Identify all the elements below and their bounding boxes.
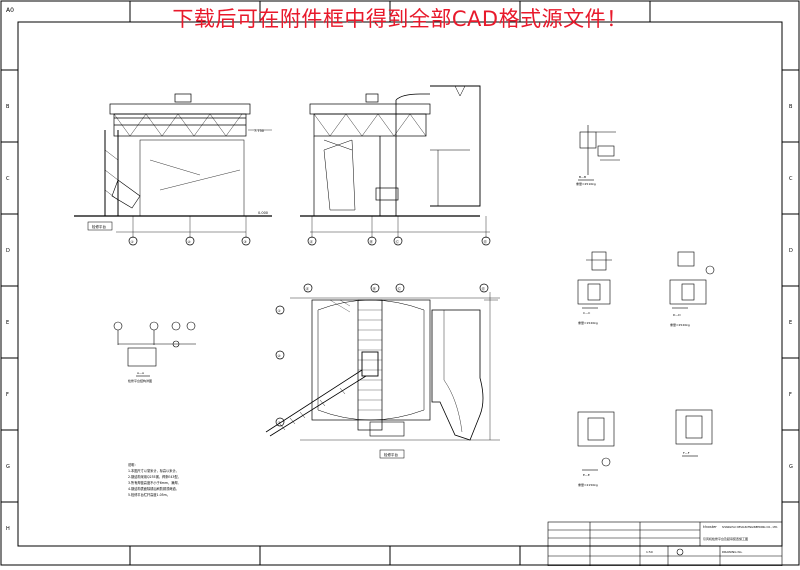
grid-bubble-label: Ⓐ <box>306 286 310 291</box>
front-elevation <box>74 93 272 246</box>
border-letter: D <box>6 248 10 254</box>
grid-bubble-label: ② <box>278 354 281 358</box>
section-label: E—E <box>583 473 590 477</box>
grid-bubble-label: ③ <box>278 421 281 425</box>
title-block-text: Hooster SHANGHAI DESIGN ENGINEERING CO.,… <box>646 525 778 554</box>
front-elevation-labels: 7.750 0.000 检修平台 ① ② ③ <box>92 129 268 244</box>
company-logo: Hooster <box>703 525 717 529</box>
project-title: 引风机检修平台及起吊装置施工图 <box>703 536 748 541</box>
drawing-no-label: DRAWING No. <box>722 550 743 554</box>
weight-label: 重量=2520kg <box>670 322 690 327</box>
weight-label: 重量=2150kg <box>578 482 598 487</box>
notes-line: 1.本图尺寸以毫米计，标高以米计。 <box>128 468 179 473</box>
grid-bubble-label: Ⓑ <box>373 286 377 291</box>
plan-view <box>265 283 500 459</box>
notes-line: 4.钢结构表面除锈后刷防锈漆两道。 <box>128 486 179 491</box>
border-letter: C <box>6 176 10 182</box>
section-label: B—B <box>579 175 586 179</box>
border-letter: E <box>789 320 792 326</box>
detail-f-labels: F—F <box>683 451 690 455</box>
grid-bubble-label: Ⓒ <box>398 286 402 291</box>
section-label: C—C <box>583 311 590 315</box>
section-label: A—A <box>137 371 145 375</box>
notes-line: 3.所有焊缝高度不小于6mm，满焊。 <box>128 480 181 485</box>
grid-bubble-label: ② <box>188 240 191 244</box>
weight-label: 重量=1520kg <box>578 320 598 325</box>
grid-bubble-label: ① <box>131 240 134 244</box>
border-letter: G <box>6 464 10 470</box>
plan-view-labels: Ⓐ Ⓑ Ⓒ Ⓓ ① ② ③ 检修平台 <box>278 286 486 457</box>
grid-bubble-label: Ⓓ <box>482 286 486 291</box>
grid-bubble-label: ① <box>278 309 281 313</box>
notes-line: 5.检修平台栏杆高度1.05m。 <box>128 492 170 497</box>
grid-bubble-label: Ⓒ <box>396 239 400 244</box>
grid-bubble-label: Ⓑ <box>370 239 374 244</box>
weight-label: 重量=2510kg <box>576 181 596 186</box>
border-letter: D <box>789 248 793 254</box>
detail-f <box>675 409 713 457</box>
border-letter: B <box>789 104 793 110</box>
detail-a-labels: A—A 检修平台结构详图 <box>128 371 152 383</box>
level-top-label: 7.750 <box>254 129 264 133</box>
detail-c <box>577 251 612 309</box>
grid-bubble-label: Ⓓ <box>484 239 488 244</box>
section-label: F—F <box>683 451 690 455</box>
detail-e-labels: E—E 重量=2150kg <box>578 473 598 487</box>
side-elevation-bubbles: Ⓐ Ⓑ Ⓒ Ⓓ <box>310 239 488 244</box>
detail-e <box>577 411 615 471</box>
border-letter: F <box>6 392 9 398</box>
border-letter: F <box>789 392 792 398</box>
detail-b <box>578 125 620 181</box>
border-letter: H <box>6 526 10 532</box>
notes-title: 说明： <box>128 462 138 467</box>
plan-note-label: 检修平台 <box>384 452 398 457</box>
side-elevation <box>300 85 491 246</box>
detail-caption: 检修平台结构详图 <box>128 378 152 383</box>
level-bottom-label: 0.000 <box>258 211 268 215</box>
download-banner: 下载后可在附件框中得到全部CAD格式源文件！ <box>172 7 628 31</box>
size-tag: A0 <box>6 7 14 14</box>
detail-a <box>113 321 196 377</box>
front-tag-label: 检修平台 <box>92 224 106 229</box>
section-label: D—D <box>673 313 681 317</box>
detail-d <box>669 251 715 309</box>
border-letters: B C D E F G H B C D E F G <box>6 104 793 532</box>
border-letter: E <box>6 320 9 326</box>
detail-c-labels: C—C 重量=1520kg <box>578 311 598 325</box>
company-name: SHANGHAI DESIGN ENGINEERING CO., LTD. <box>722 525 778 529</box>
detail-d-labels: D—D 重量=2520kg <box>670 313 690 327</box>
notes-line: 2.钢结构采用Q235钢，焊条E43型。 <box>128 474 181 479</box>
detail-b-labels: B—B 重量=2510kg <box>576 175 596 186</box>
border-letter: B <box>6 104 10 110</box>
title-block <box>547 521 783 567</box>
border-letter: G <box>789 464 793 470</box>
grid-bubble-label: Ⓐ <box>310 239 314 244</box>
grid-bubble-label: ③ <box>244 240 247 244</box>
border-letter: C <box>789 176 793 182</box>
scale-label: 1:50 <box>646 550 653 554</box>
general-notes: 说明： 1.本图尺寸以毫米计，标高以米计。 2.钢结构采用Q235钢，焊条E43… <box>128 462 181 497</box>
